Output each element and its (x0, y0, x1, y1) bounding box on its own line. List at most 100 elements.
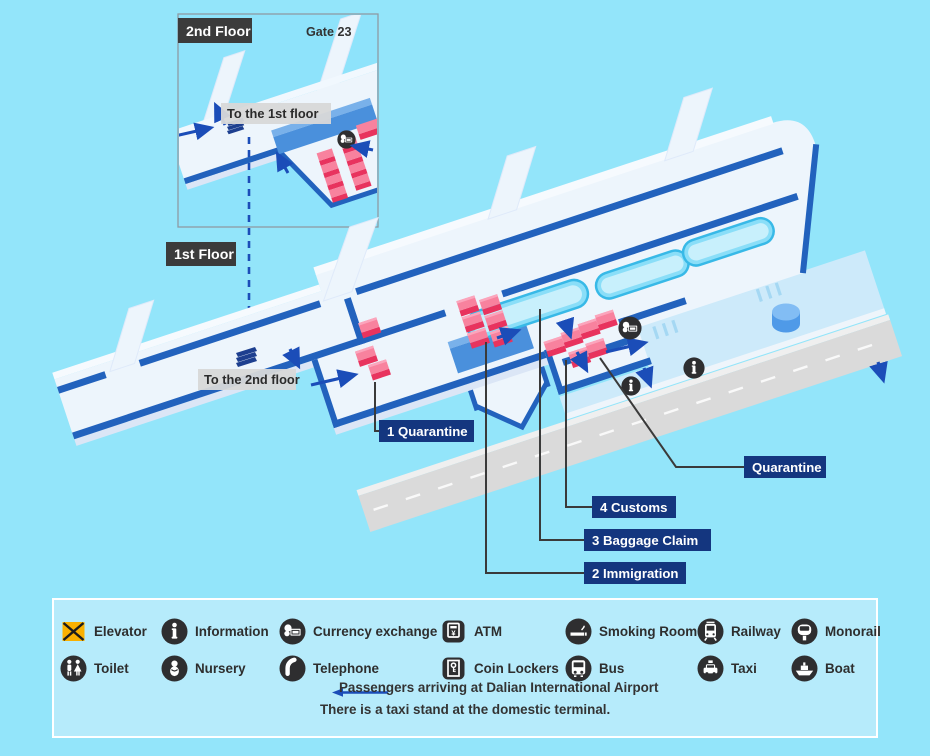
legend-label: Elevator (94, 624, 147, 639)
column (772, 303, 800, 333)
baggage-carousel (594, 249, 690, 300)
legend-item-information: Information (161, 618, 269, 645)
legend-label: Bus (599, 661, 625, 676)
gate-label: Gate 23 (306, 25, 352, 39)
legend-box: Elevator Information Currency exchange ¥… (52, 598, 881, 738)
flow-arrow (179, 122, 215, 141)
second-floor-inset: To the 1st floor 2nd Floor Gate 23 (177, 13, 379, 228)
currency-exchange-icon (279, 618, 306, 645)
legend-label: Taxi (731, 661, 757, 676)
legend-item-atm: ¥ ATM (440, 618, 502, 645)
railway-icon (697, 618, 724, 645)
svg-text:2nd Floor: 2nd Floor (186, 24, 251, 40)
note-taxi-stand: There is a taxi stand at the domestic te… (320, 702, 611, 717)
pier (487, 145, 537, 220)
gate-wall (273, 104, 377, 155)
note-arriving: Passengers arriving at Dalian Internatio… (339, 680, 659, 695)
immigration-counter (466, 327, 491, 349)
terminal-map: To the 1st floor 2nd Floor Gate 23 (52, 13, 903, 584)
smoking-room-icon (565, 618, 592, 645)
immigration-counter (461, 311, 485, 333)
legend-item-boat: Boat (791, 655, 855, 682)
legend-item-elevator: Elevator (60, 618, 147, 645)
svg-text:To the 1st floor: To the 1st floor (227, 106, 318, 121)
immigration-counter (479, 294, 503, 316)
terminal-shapes (52, 87, 903, 532)
toilet-icon (60, 655, 87, 682)
callout-quarantine-exit: Quarantine (744, 456, 826, 478)
quarantine-counter (358, 317, 382, 339)
legend-item-bus: Bus (565, 655, 624, 682)
legend-label: Information (195, 624, 269, 639)
legend-label: Boat (825, 661, 855, 676)
telephone-icon (279, 655, 306, 682)
quarantine-counter (367, 359, 391, 381)
flow-arrow (869, 360, 888, 384)
svg-text:1st Floor: 1st Floor (174, 247, 234, 263)
elevator-icon (62, 622, 85, 641)
flow-arrow (310, 369, 359, 388)
flow-arrow (275, 151, 294, 174)
legend-item-nursery: Nursery (161, 655, 246, 682)
legend-label: Coin Lockers (474, 661, 559, 676)
piers (109, 87, 714, 373)
monorail-icon (791, 618, 818, 645)
baggage-carousel (681, 216, 775, 267)
pier (322, 216, 379, 302)
quarantine-exit-counter (585, 338, 609, 360)
first-floor-label: 1st Floor (166, 242, 236, 266)
legend-item-currency-exchange: Currency exchange (279, 618, 437, 645)
information-icon (683, 357, 705, 379)
boat-icon (791, 655, 818, 682)
coin-lockers-icon (442, 657, 465, 680)
callout-baggage-claim: 3 Baggage Claim (584, 529, 711, 551)
svg-text:3 Baggage Claim: 3 Baggage Claim (592, 533, 698, 548)
svg-text:Quarantine: Quarantine (752, 460, 822, 475)
legend-label: Currency exchange (313, 624, 438, 639)
callout-customs: 4 Customs (592, 496, 676, 518)
customs-counter (594, 309, 618, 331)
legend-item-taxi: Taxi (697, 655, 757, 682)
legend-item-railway: Railway (697, 618, 781, 645)
flow-arrow (635, 365, 654, 389)
flow-arrow (349, 140, 374, 158)
legend-item-toilet: Toilet (60, 655, 129, 682)
legend-item-telephone: Telephone (279, 655, 379, 682)
information-icon (161, 618, 188, 645)
svg-text:1 Quarantine: 1 Quarantine (387, 424, 468, 439)
callout-immigration: 2 Immigration (584, 562, 686, 584)
customs-counter (577, 318, 601, 340)
taxi-icon (697, 655, 724, 682)
flow-arrow (282, 346, 301, 370)
legend-label: Smoking Room (599, 624, 698, 639)
callouts: 1 Quarantine 2 Immigration 3 Baggage Cla… (374, 309, 826, 584)
door-ticks (652, 282, 782, 340)
immigration-counter (456, 295, 480, 317)
first-floor-map: To the 2nd floor 1st Floor (52, 87, 903, 532)
legend-item-coin-lockers: Coin Lockers (440, 655, 559, 682)
immigration-counter (484, 310, 508, 332)
currency-exchange-icon (618, 316, 642, 340)
legend-label: Telephone (313, 661, 379, 676)
flow-arrows (282, 316, 888, 389)
atm-icon: ¥ (442, 620, 465, 643)
legend-label: ATM (474, 624, 503, 639)
main-escalator (236, 347, 257, 367)
legend-label: Nursery (195, 661, 246, 676)
road (356, 314, 903, 532)
legend-label: Toilet (94, 661, 129, 676)
bus-icon (565, 655, 592, 682)
callout-quarantine-1: 1 Quarantine (379, 420, 474, 442)
legend-label: Monorail (825, 624, 881, 639)
nursery-icon (161, 655, 188, 682)
svg-text:To the 2nd floor: To the 2nd floor (204, 372, 300, 387)
quarantine-counter (354, 345, 379, 367)
svg-text:4 Customs: 4 Customs (600, 500, 667, 515)
to-second-floor-label: To the 2nd floor (198, 369, 300, 390)
legend-item-smoking-room: Smoking Room (565, 618, 697, 645)
legend-item-monorail: Monorail (791, 618, 881, 645)
inset-floor-label: 2nd Floor (178, 18, 252, 43)
flow-arrow (555, 316, 575, 340)
flow-arrow (570, 350, 589, 374)
